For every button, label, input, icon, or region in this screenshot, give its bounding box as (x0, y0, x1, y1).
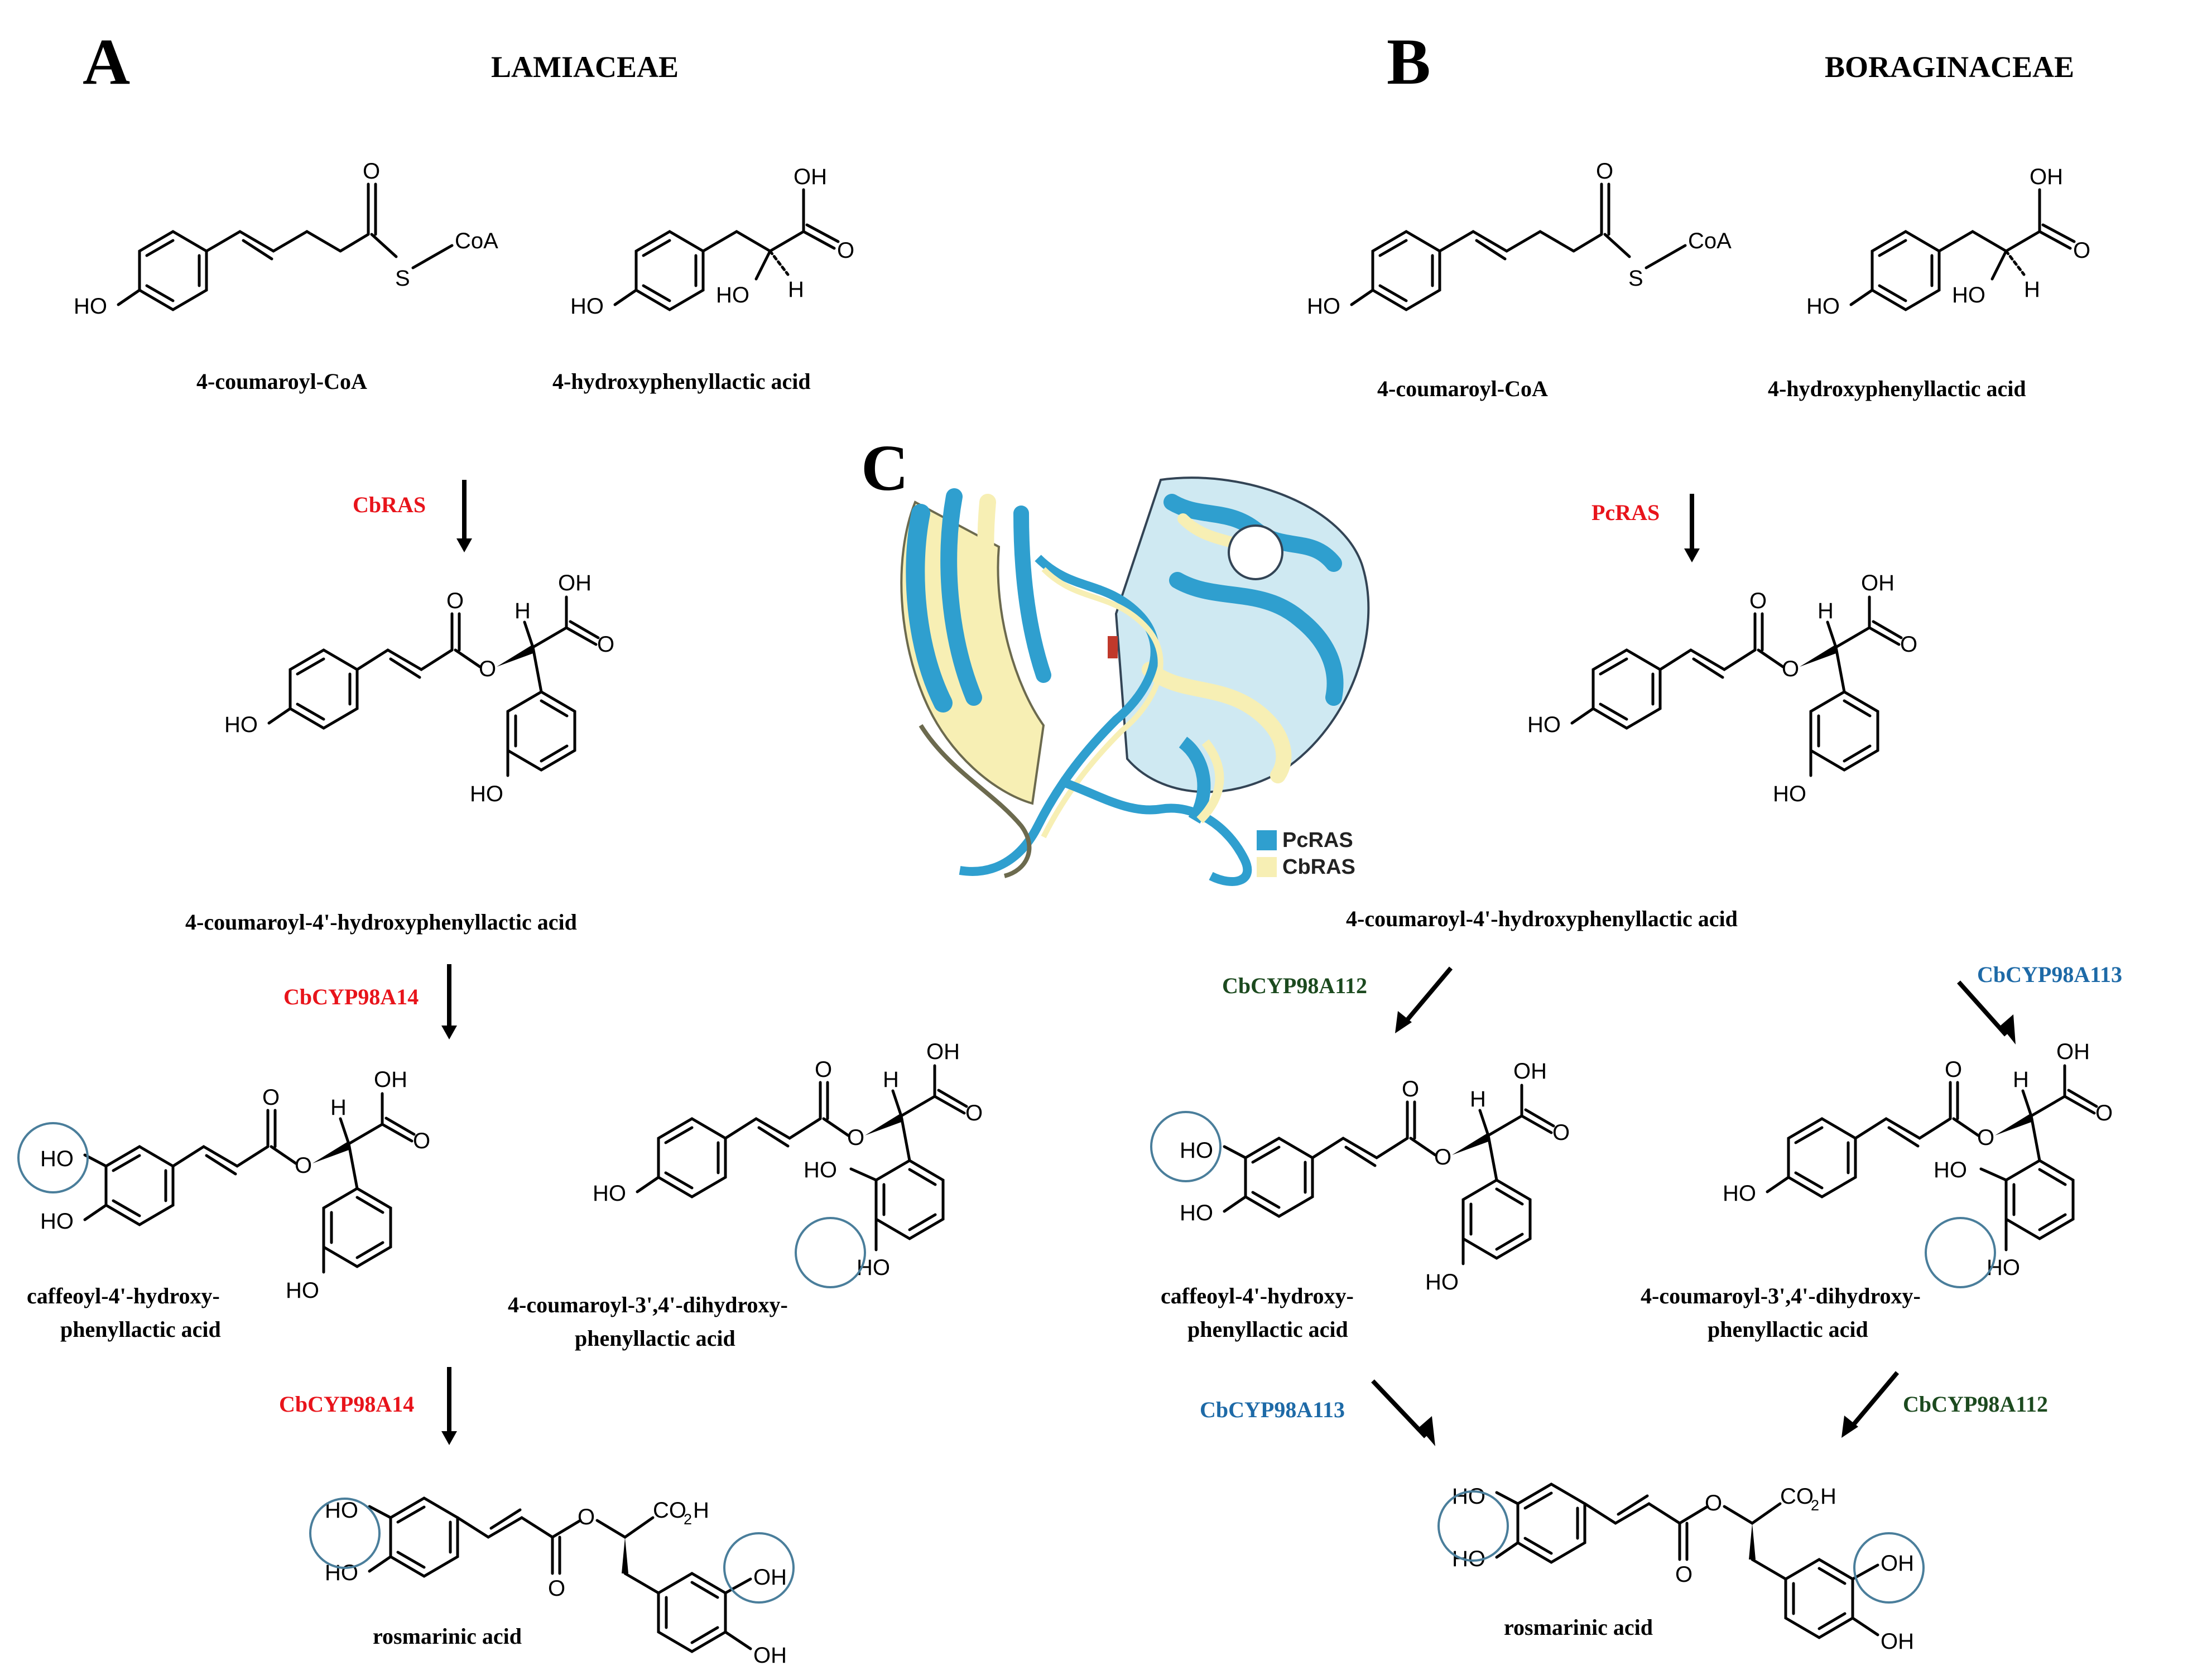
label-coumaroyl-coa-b: 4-coumaroyl-CoA (1377, 376, 1548, 401)
legend-label-pcras: PcRAS (1282, 829, 1353, 852)
rosmarinic-structure-b: O O CO 2 H OH OH (1452, 1484, 1914, 1654)
hydroxyl-circle (1150, 1111, 1222, 1182)
label-rosmarinic-b: rosmarinic acid (1504, 1615, 1653, 1640)
alpha-h: H (788, 277, 804, 302)
label-dihydroxy-a-2: phenyllactic acid (575, 1326, 735, 1351)
panel-label-a: A (83, 25, 130, 98)
alpha-h: H (2024, 277, 2040, 302)
hydroxyl-label: OH (753, 1643, 787, 1668)
legend-swatch-cbras (1257, 857, 1277, 877)
hydroxyl-circle (1853, 1532, 1925, 1604)
rosmarinic-structure-a: O O CO 2 H OH OH (325, 1498, 787, 1668)
alpha-ho: HO (1952, 283, 1985, 307)
enzyme-cyp113-first: CbCYP98A113 (1977, 962, 2122, 987)
label-caffeoyl-a-2: phenyllactic acid (60, 1317, 221, 1342)
enzyme-cyp112-first: CbCYP98A112 (1222, 973, 1367, 998)
family-label-lamiaceae: LAMIACEAE (491, 50, 679, 84)
arrow-b-converge-right (1850, 1371, 1900, 1427)
panel-label-b: B (1387, 25, 1431, 98)
arrow-b-right (1957, 980, 2008, 1037)
ester-structure-b (1527, 571, 1917, 806)
hydroxyl-circle (795, 1217, 866, 1288)
acid-o: O (837, 238, 854, 263)
coumaroyl-coa-structure-a: O S CoA (74, 159, 498, 319)
dihydroxy-structure-b (1723, 1039, 2113, 1280)
carbonyl-o: O (1675, 1562, 1692, 1587)
ester-structure-a (224, 571, 614, 806)
hydroxyl-label: OH (1881, 1629, 1914, 1654)
thioester-o: O (1596, 159, 1613, 184)
enzyme-cyp113-second: CbCYP98A113 (1200, 1397, 1345, 1422)
hydroxyl-circle (723, 1532, 795, 1604)
acid-o: O (2073, 238, 2090, 263)
enzyme-cyp112-second: CbCYP98A112 (1903, 1392, 2048, 1417)
hydroxyl-circle (17, 1122, 89, 1193)
hydroxyl-circle (1437, 1490, 1509, 1562)
label-dihydroxy-b-1: 4-coumaroyl-3',4'-dihydroxy- (1641, 1283, 1921, 1308)
panel-label-c: C (861, 431, 908, 504)
enzyme-cyp14-second: CbCYP98A14 (279, 1392, 414, 1417)
label-caffeoyl-a-1: caffeoyl-4'-hydroxy- (27, 1283, 220, 1308)
label-coumaroyl-coa-a: 4-coumaroyl-CoA (196, 369, 367, 394)
co2h-label: CO (653, 1498, 686, 1523)
hydroxyl-label: OH (1881, 1551, 1914, 1576)
hydroxyl-label: OH (753, 1565, 787, 1590)
enzyme-pcras: PcRAS (1591, 500, 1660, 525)
legend-label-cbras: CbRAS (1282, 855, 1355, 879)
sulfur: S (1628, 266, 1643, 291)
label-dihydroxy-b-2: phenyllactic acid (1708, 1317, 1868, 1342)
ester-o: O (1705, 1491, 1722, 1515)
label-ester-a: 4-coumaroyl-4'-hydroxyphenyllactic acid (185, 909, 577, 935)
coa-label: CoA (1688, 229, 1732, 253)
arrow-b-converge-left (1371, 1379, 1427, 1438)
arrow-b-left (1404, 966, 1453, 1023)
coumaroyl-coa-structure-b: O S CoA (1307, 159, 1732, 319)
protein-superposition: PcRAS CbRAS (900, 476, 1370, 886)
caffeoyl-structure-a (40, 1067, 430, 1303)
label-caffeoyl-b-2: phenyllactic acid (1187, 1317, 1348, 1342)
co2h-sub: 2 (1811, 1497, 1819, 1514)
family-label-boraginaceae: BORAGINACEAE (1825, 50, 2074, 84)
label-caffeoyl-b-1: caffeoyl-4'-hydroxy- (1161, 1283, 1354, 1308)
enzyme-cyp14-first: CbCYP98A14 (283, 984, 419, 1009)
co2h-h: H (693, 1498, 709, 1523)
caffeoyl-structure-b (1180, 1059, 1570, 1294)
hydroxyl-circle (309, 1498, 381, 1569)
label-hydroxyphenyllactic-b: 4-hydroxyphenyllactic acid (1768, 376, 2026, 401)
hydroxyphenyllactic-structure-a: OH O HO H (570, 165, 854, 319)
coa-label: CoA (455, 229, 498, 253)
hydroxyl-circle (1925, 1217, 1996, 1288)
enzyme-cbras: CbRAS (353, 492, 426, 517)
acid-oh: OH (2030, 165, 2063, 189)
hydroxyphenyllactic-structure-b: OH O HO H (1806, 165, 2090, 319)
legend-swatch-pcras (1257, 830, 1277, 850)
label-ester-b: 4-coumaroyl-4'-hydroxyphenyllactic acid (1346, 906, 1738, 931)
label-hydroxyphenyllactic-a: 4-hydroxyphenyllactic acid (552, 369, 811, 394)
thioester-o: O (363, 159, 380, 184)
dihydroxy-structure-a (593, 1039, 983, 1280)
label-rosmarinic-a: rosmarinic acid (373, 1624, 522, 1649)
sulfur: S (395, 266, 410, 291)
co2h-sub: 2 (684, 1511, 692, 1528)
label-dihydroxy-a-1: 4-coumaroyl-3',4'-dihydroxy- (508, 1292, 788, 1317)
ester-o: O (578, 1505, 595, 1529)
carbonyl-o: O (548, 1576, 565, 1601)
alpha-ho: HO (716, 283, 749, 307)
acid-oh: OH (794, 165, 827, 189)
co2h-h: H (1820, 1484, 1836, 1509)
co2h-label: CO (1780, 1484, 1814, 1509)
